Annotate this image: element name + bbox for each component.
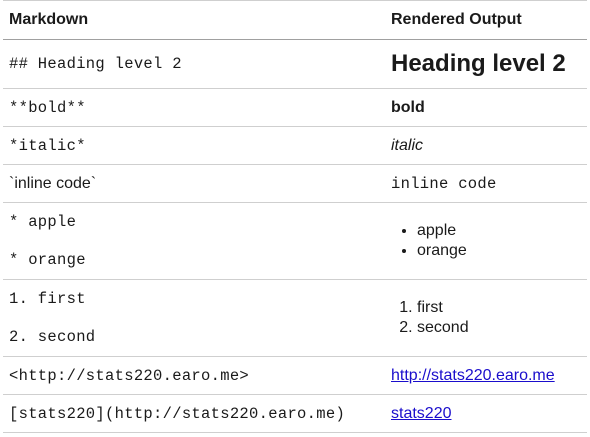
rendered-link-cell: stats220	[385, 394, 587, 433]
markdown-autolink-source: <http://stats220.earo.me>	[3, 356, 385, 395]
markdown-ulist-line-1: * apple	[9, 213, 77, 231]
rendered-code: inline code	[391, 174, 497, 193]
rendered-heading-cell: Heading level 2	[385, 39, 587, 89]
markdown-olist-source: 1. first 2. second	[3, 279, 385, 357]
markdown-syntax-table: Markdown Rendered Output ## Heading leve…	[3, 0, 587, 433]
rendered-code-cell: inline code	[385, 164, 587, 203]
autolink[interactable]: http://stats220.earo.me	[391, 366, 555, 384]
table-row: `inline code` inline code	[3, 164, 587, 203]
table-row: <http://stats220.earo.me> http://stats22…	[3, 356, 587, 395]
rendered-olist-cell: first second	[385, 279, 587, 357]
rendered-ulist-cell: apple orange	[385, 202, 587, 280]
rendered-autolink-cell: http://stats220.earo.me	[385, 356, 587, 395]
table-row: *italic* italic	[3, 126, 587, 165]
markdown-link-source: [stats220](http://stats220.earo.me)	[3, 394, 385, 433]
header-markdown: Markdown	[3, 0, 385, 40]
list-item: apple	[417, 221, 581, 241]
table-row: 1. first 2. second first second	[3, 279, 587, 357]
markdown-ulist-line-2: * orange	[9, 251, 86, 269]
list-item: first	[417, 298, 581, 318]
markdown-olist-line-2: 2. second	[9, 328, 96, 346]
table-row: **bold** bold	[3, 88, 587, 127]
rendered-bold: bold	[391, 98, 425, 116]
rendered-unordered-list: apple orange	[391, 221, 581, 261]
rendered-italic: italic	[391, 136, 424, 154]
table-row: * apple * orange apple orange	[3, 202, 587, 280]
table-header-row: Markdown Rendered Output	[3, 0, 587, 40]
rendered-bold-cell: bold	[385, 88, 587, 127]
list-item: second	[417, 318, 581, 338]
markdown-code-source-cell: `inline code`	[3, 164, 385, 203]
markdown-olist-line-1: 1. first	[9, 290, 86, 308]
table-row: [stats220](http://stats220.earo.me) stat…	[3, 394, 587, 433]
rendered-italic-cell: italic	[385, 126, 587, 165]
markdown-code-source: `inline code`	[9, 174, 97, 192]
table-row: ## Heading level 2 Heading level 2	[3, 39, 587, 89]
named-link[interactable]: stats220	[391, 404, 452, 422]
rendered-heading: Heading level 2	[391, 50, 566, 77]
markdown-ulist-source: * apple * orange	[3, 202, 385, 280]
list-item: orange	[417, 241, 581, 261]
markdown-bold-source: **bold**	[3, 88, 385, 127]
rendered-ordered-list: first second	[391, 298, 581, 338]
markdown-heading-source: ## Heading level 2	[3, 39, 385, 89]
header-rendered-output: Rendered Output	[385, 0, 587, 40]
markdown-italic-source: *italic*	[3, 126, 385, 165]
